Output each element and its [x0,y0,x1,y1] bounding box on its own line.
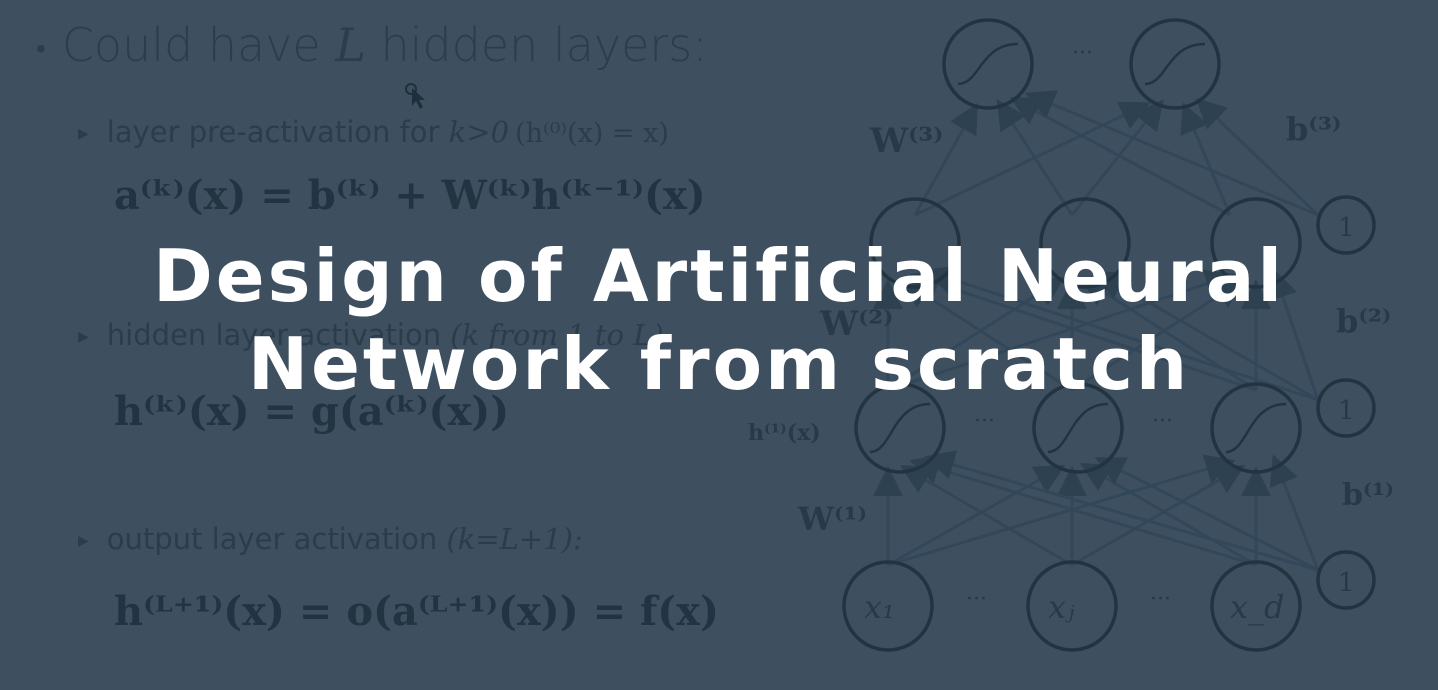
ellipsis: ··· [1072,41,1093,66]
bias-unit-3: 1 [1338,213,1355,243]
hidden-label: h⁽¹⁾(x) [748,420,821,446]
bullet-suffix: hidden layers: [365,18,708,72]
equation-output: h⁽ᴸ⁺¹⁾(x) = o(a⁽ᴸ⁺¹⁾(x)) = f(x) [114,588,719,635]
weight-label-3: W⁽³⁾ [869,121,943,161]
bias-unit-2: 1 [1338,396,1355,426]
video-title: Design of Artificial Neural Network from… [0,232,1438,408]
bias-label-2: b⁽²⁾ [1336,302,1391,340]
bias-label-3: b⁽³⁾ [1286,110,1341,148]
bias-unit-1: 1 [1338,568,1355,598]
sub-label: layer pre-activation for [106,115,449,149]
sub-cond: (k=L+1): [446,522,583,556]
sub-cond: k>0 [448,115,510,149]
sigmoid-curves [869,42,1287,454]
bullet-dot: • [36,32,46,65]
input-label-j: xⱼ [1048,588,1075,626]
weight-label-1: W⁽¹⁾ [797,500,867,538]
main-bullet: • Could have L hidden layers: [36,18,708,72]
triangle-bullet-icon: ▶ [78,329,89,345]
ellipsis: ··· [974,409,995,434]
input-label-d: x_d [1230,588,1285,626]
connection-arrows [873,90,1320,572]
sub-label: hidden layer activation [106,318,451,352]
equation-hidden: h⁽ᵏ⁾(x) = g(a⁽ᵏ⁾(x)) [114,388,510,435]
mouse-cursor-icon [405,83,425,109]
title-line-1: Design of Artificial Neural [153,234,1285,318]
sub-label: output layer activation [106,522,447,556]
input-label-1: x₁ [864,588,895,626]
bullet-prefix: Could have [61,18,336,72]
bias-label-1: b⁽¹⁾ [1342,478,1394,513]
neuron-nodes [842,18,1376,652]
sub-item-preactivation: ▶ layer pre-activation for k>0(h⁽⁰⁾(x) = … [78,115,669,149]
triangle-bullet-icon: ▶ [78,126,89,142]
ellipsis: ··· [1152,409,1173,434]
equation-preactivation: a⁽ᵏ⁾(x) = b⁽ᵏ⁾ + W⁽ᵏ⁾h⁽ᵏ⁻¹⁾(x) [114,172,706,219]
sub-item-hidden: ▶ hidden layer activation (k from 1 to L) [78,318,664,352]
sub-item-output: ▶ output layer activation (k=L+1): [78,522,583,556]
neural-network-diagram: W⁽³⁾ W⁽²⁾ W⁽¹⁾ b⁽³⁾ b⁽²⁾ b⁽¹⁾ h⁽¹⁾(x) x₁… [748,18,1394,652]
diagram-labels: W⁽³⁾ W⁽²⁾ W⁽¹⁾ b⁽³⁾ b⁽²⁾ b⁽¹⁾ h⁽¹⁾(x) x₁… [748,41,1394,626]
bullet-var: L [335,18,366,72]
triangle-bullet-icon: ▶ [78,533,89,549]
title-line-2: Network from scratch [247,322,1191,406]
ellipsis: ··· [1150,587,1171,612]
sub-aside: (h⁽⁰⁾(x) = x) [515,118,669,149]
ellipsis: ··· [966,587,987,612]
sub-cond: (k from 1 to L) [450,318,664,352]
weight-label-2: W⁽²⁾ [819,304,893,344]
